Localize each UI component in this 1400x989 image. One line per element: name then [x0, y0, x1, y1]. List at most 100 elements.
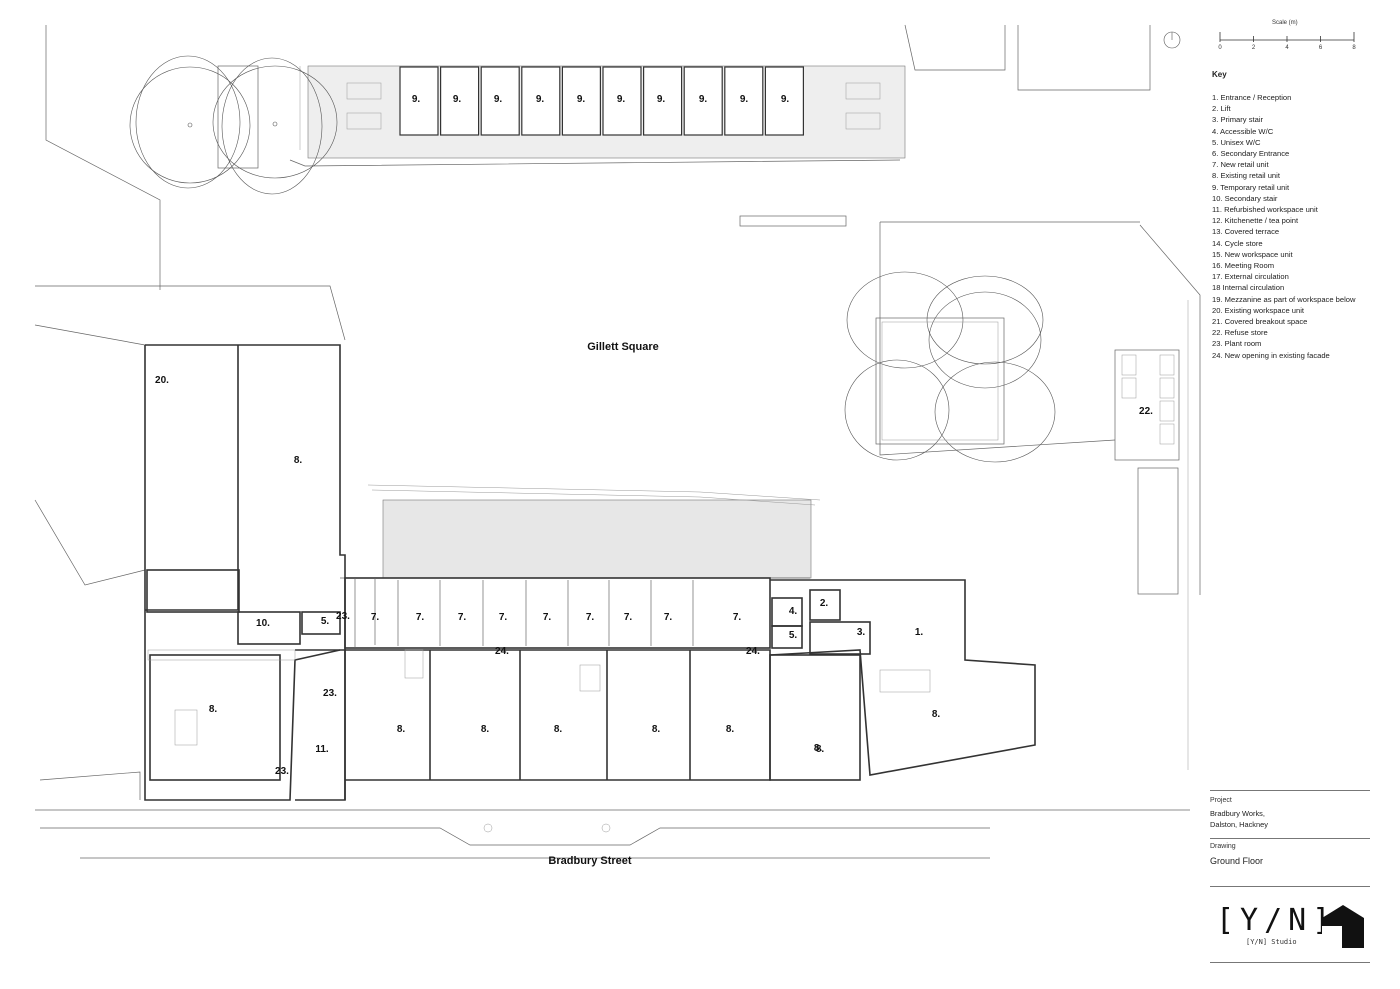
- temporary-retail-unit: [764, 66, 805, 136]
- drawing-label: Drawing: [1210, 843, 1236, 850]
- divider: [1210, 886, 1370, 887]
- scale-tick: 0: [1218, 45, 1222, 51]
- covered-terrace: [340, 484, 821, 579]
- studio-mark: [Y/N]: [1216, 903, 1337, 938]
- key-item: 9. Temporary retail unit: [1212, 182, 1290, 192]
- north-arrow-icon: [1163, 31, 1181, 49]
- room-label: 9.: [412, 94, 421, 105]
- room-label: 7.: [543, 612, 552, 623]
- key-item: 4. Accessible W/C: [1212, 126, 1274, 136]
- room-label: 20.: [155, 375, 169, 386]
- room-label: 7.: [733, 612, 742, 623]
- temporary-retail-unit: [440, 66, 480, 136]
- room-label: 8.: [726, 724, 735, 735]
- scale-tick: 6: [1318, 45, 1323, 51]
- temporary-retail-unit: [561, 66, 602, 136]
- room-label: 24.: [746, 646, 760, 657]
- refuse-store: [1114, 349, 1180, 595]
- key-item: 23. Plant room: [1212, 339, 1262, 349]
- temporary-retail-unit: [642, 66, 683, 136]
- room-label: 5.: [789, 630, 798, 641]
- key-item: 5. Unisex W/C: [1212, 137, 1261, 147]
- title-block: Scale (m) 0 2 4 6 8 Key 1. Entrance / Re…: [1163, 0, 1378, 989]
- room-label: 22.: [1139, 406, 1153, 417]
- room-label: 8.: [816, 744, 825, 755]
- scale-tick: 2: [1251, 45, 1256, 51]
- studio-name: [Y/N] Studio: [1246, 938, 1297, 946]
- picnic-tables: [346, 82, 881, 130]
- room-labels: 9.9.9.9.9.9.9.9.9.9.20.8.23.7.7.7.7.7.7.…: [155, 94, 1153, 777]
- temporary-retail-unit: [683, 66, 723, 136]
- room-label: 5.: [321, 616, 330, 627]
- room-label: 9.: [577, 94, 586, 105]
- room-label: 7.: [416, 612, 425, 623]
- room-label: 23.: [336, 611, 350, 622]
- building-walls: [144, 344, 1036, 801]
- key-item: 14. Cycle store: [1212, 238, 1263, 248]
- room-label: 23.: [275, 766, 289, 777]
- room-label: 8.: [397, 724, 406, 735]
- room-label: 3.: [857, 627, 866, 638]
- room-label: 8.: [209, 704, 218, 715]
- key-item: 10. Secondary stair: [1212, 193, 1278, 203]
- divider: [1210, 838, 1370, 839]
- key-item: 19. Mezzanine as part of workspace below: [1212, 294, 1356, 304]
- room-label: 11.: [315, 744, 329, 755]
- key-item: 2. Lift: [1212, 104, 1231, 114]
- room-label: 1.: [915, 627, 924, 638]
- room-label: 9.: [657, 94, 666, 105]
- key-item: 18 Internal circulation: [1212, 283, 1285, 293]
- room-label: 24.: [495, 646, 509, 657]
- room-label: 9.: [699, 94, 708, 105]
- room-label: 8.: [932, 709, 941, 720]
- key-item: 17. External circulation: [1212, 272, 1289, 282]
- key-item: 8. Existing retail unit: [1212, 171, 1280, 181]
- key-item: 3. Primary stair: [1212, 115, 1264, 125]
- room-label: 7.: [499, 612, 508, 623]
- room-label: 9.: [453, 94, 462, 105]
- temporary-retail-unit: [480, 66, 520, 136]
- project-details: Bradbury Works, Dalston, Hackney: [1210, 808, 1268, 830]
- divider: [1210, 962, 1370, 963]
- room-label: 10.: [256, 618, 270, 629]
- room-label: 9.: [740, 94, 749, 105]
- key-item: 15. New workspace unit: [1212, 249, 1293, 259]
- room-label: 8.: [652, 724, 661, 735]
- scale-bar: [1219, 32, 1355, 42]
- key-item: 11. Refurbished workspace unit: [1212, 205, 1318, 215]
- room-label: 7.: [664, 612, 673, 623]
- room-label: 2.: [820, 598, 829, 609]
- key-item: 7. New retail unit: [1212, 160, 1269, 170]
- room-label: 9.: [617, 94, 626, 105]
- key-item: 6. Secondary Entrance: [1212, 149, 1290, 159]
- room-label: 7.: [624, 612, 633, 623]
- gillett-square-label: Gillett Square: [587, 341, 659, 353]
- trees: [129, 55, 1056, 463]
- temporary-retail-terrace: [217, 65, 906, 169]
- bradbury-street-label: Bradbury Street: [548, 855, 631, 867]
- key-item: 22. Refuse store: [1212, 328, 1268, 338]
- scale-title: Scale (m): [1272, 20, 1298, 26]
- key-item: 1. Entrance / Reception: [1212, 93, 1292, 102]
- divider: [1210, 790, 1370, 791]
- room-label: 23.: [323, 688, 337, 699]
- project-label: Project: [1210, 797, 1232, 804]
- project-name: Bradbury Works,: [1210, 809, 1265, 818]
- key-item: 12. Kitchenette / tea point: [1212, 216, 1299, 226]
- key-item: 24. New opening in existing facade: [1212, 350, 1330, 360]
- project-location: Dalston, Hackney: [1210, 820, 1268, 829]
- key-item: 21. Covered breakout space: [1212, 317, 1308, 327]
- room-label: 4.: [789, 606, 798, 617]
- room-label: 9.: [781, 94, 790, 105]
- temporary-retail-unit: [724, 66, 764, 136]
- room-label: 8.: [814, 743, 823, 754]
- temporary-retail-unit: [602, 66, 642, 136]
- room-label: 9.: [536, 94, 545, 105]
- key-title: Key: [1212, 70, 1227, 79]
- room-label: 7.: [371, 612, 380, 623]
- key-item: 20. Existing workspace unit: [1212, 305, 1305, 315]
- scale-tick: 8: [1352, 45, 1356, 51]
- room-label: 8.: [481, 724, 490, 735]
